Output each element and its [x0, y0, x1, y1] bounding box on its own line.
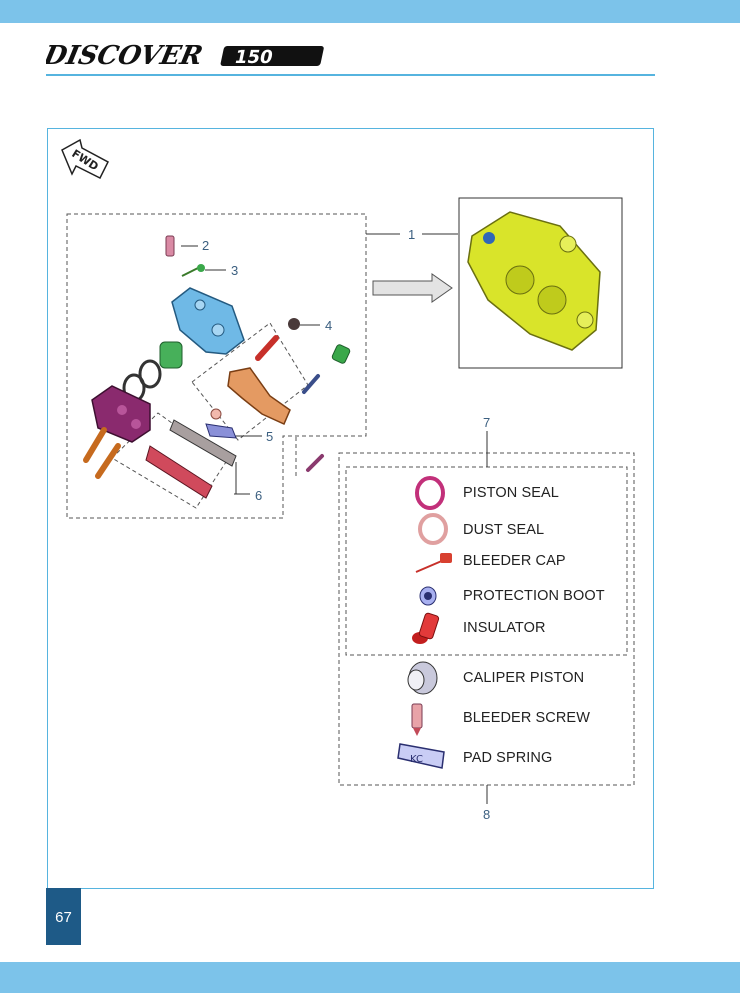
piston-part-icon — [159, 341, 183, 369]
pad-spring-icon: KC — [397, 743, 445, 769]
legend-dust-seal: DUST SEAL — [463, 522, 545, 538]
page-number: 67 — [46, 888, 81, 945]
mounting-bracket-part-icon — [227, 367, 291, 425]
header-rule — [46, 74, 655, 76]
insulator-icon — [412, 612, 440, 644]
svg-text:150: 150 — [233, 47, 275, 68]
bleeder-screw-part-icon — [165, 235, 175, 257]
legend-bleeder-cap: BLEEDER CAP — [463, 553, 566, 569]
callout-4: 4 — [325, 318, 332, 333]
fwd-arrow-icon: FWD — [61, 138, 109, 180]
callout-6: 6 — [255, 488, 262, 503]
piston-seal-icon — [415, 476, 445, 510]
slide-pin-part-icon — [255, 335, 324, 472]
legend-caliper-piston: CALIPER PISTON — [463, 670, 585, 686]
bottom-color-band — [0, 962, 740, 993]
legend-pad-spring: PAD SPRING — [463, 750, 553, 766]
caliper-assembly-outline — [66, 213, 367, 519]
bleeder-cap-part-icon — [181, 264, 205, 277]
caliper-piston-icon — [407, 661, 438, 695]
boot-insulator-part-icon — [210, 318, 351, 420]
mounting-bolts-part-icon — [83, 427, 121, 479]
legend-bleeder-screw: BLEEDER SCREW — [463, 710, 590, 726]
diagram-frame — [47, 128, 654, 889]
svg-text:KC: KC — [410, 754, 423, 765]
assembled-caliper-icon — [467, 211, 601, 351]
protection-boot-icon — [419, 586, 437, 606]
callout-7: 7 — [483, 415, 490, 430]
bleeder-cap-icon — [415, 553, 452, 573]
caliper-half-part-icon — [91, 385, 151, 443]
legend-protection-boot: PROTECTION BOOT — [463, 588, 605, 604]
brake-pad-part-icon — [145, 419, 237, 499]
callout-5: 5 — [266, 429, 273, 444]
callout-2: 2 — [202, 238, 209, 253]
kit-8-outline — [338, 452, 635, 786]
discover-150-logo: DISCOVER 150 — [46, 40, 324, 71]
caliper-body-part-icon — [171, 287, 245, 355]
pad-spring-part-icon — [205, 423, 237, 439]
bleeder-screw-icon — [411, 703, 423, 736]
assembly-arrow-icon — [372, 273, 453, 303]
legend-insulator: INSULATOR — [463, 620, 546, 636]
svg-text:DISCOVER: DISCOVER — [46, 40, 205, 71]
dust-seal-icon — [418, 513, 448, 545]
callout-1: 1 — [408, 227, 415, 242]
top-color-band — [0, 0, 740, 23]
legend-piston-seal: PISTON SEAL — [463, 485, 559, 501]
callout-3: 3 — [231, 263, 238, 278]
callout-8: 8 — [483, 807, 490, 822]
